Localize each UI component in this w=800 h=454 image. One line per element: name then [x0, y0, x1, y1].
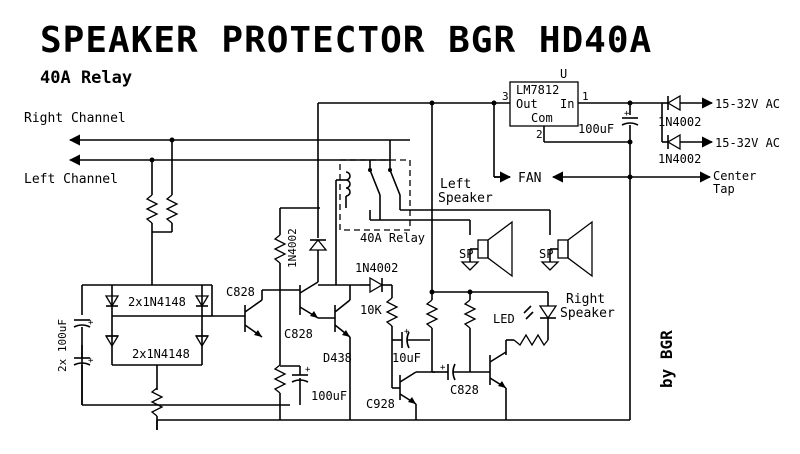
bridge-bottom-label: 2x1N4148 — [132, 347, 190, 361]
left-speaker — [369, 210, 513, 278]
sp-left-label: SP — [459, 247, 473, 261]
left-channel-label: Left Channel — [24, 172, 118, 187]
cap-2x100uf-label: 2x 100uF — [56, 319, 69, 372]
transistor-c828-input — [244, 289, 300, 338]
right-channel-label: Right Channel — [24, 111, 126, 126]
c828-c-label: C828 — [450, 383, 479, 397]
pin-1-label: 1 — [582, 90, 589, 103]
ac-in1-label: 15-32V AC — [715, 97, 780, 111]
regulator-u-label: U — [560, 67, 567, 81]
pin-out-label: Out — [516, 97, 538, 111]
regulator-lm7812 — [509, 81, 630, 143]
plus-sign: + — [305, 365, 311, 375]
diagram-subtitle: 40A Relay — [40, 68, 133, 88]
cap-100uf-top-label: 100uF — [578, 122, 614, 136]
diode-vert-label: 1N4002 — [286, 228, 299, 268]
pin-2-label: 2 — [536, 128, 543, 141]
cap-100uf-bottom-label: 100uF — [311, 389, 347, 403]
pin-in-label: In — [560, 97, 574, 111]
left-speaker-label-1: Left — [440, 177, 471, 192]
input-resistors — [145, 140, 179, 285]
tap-label: Tap — [713, 182, 735, 196]
center-label: Center — [713, 169, 756, 183]
diode-mid — [360, 276, 399, 375]
c928-label: C928 — [366, 397, 395, 411]
plus-sign: + — [624, 109, 630, 119]
fan-label: FAN — [518, 171, 541, 186]
diode-bridge — [73, 284, 290, 430]
supply-rails — [318, 100, 548, 373]
c828-b-label: C828 — [284, 327, 313, 341]
res-10k-label: 10K — [360, 303, 382, 317]
diagram-title: SPEAKER PROTECTOR BGR HD40A — [40, 20, 653, 61]
regulator-part-label: LM7812 — [516, 83, 559, 97]
right-speaker-label-1: Right — [566, 292, 605, 307]
diode-top1-label: 1N4002 — [658, 115, 701, 129]
left-speaker-label-2: Speaker — [438, 191, 493, 206]
relay-40a — [339, 140, 411, 231]
plus-sign: + — [88, 356, 94, 366]
ac-in2-label: 15-32V AC — [715, 136, 780, 150]
driver-stage — [273, 207, 360, 405]
right-speaker-label-2: Speaker — [560, 306, 615, 321]
author-label: by BGR — [657, 330, 676, 388]
sp-right-label: SP — [539, 247, 553, 261]
plus-sign: + — [404, 327, 410, 337]
pin-com-label: Com — [531, 111, 553, 125]
led-label: LED — [493, 312, 515, 326]
pin-3-label: 3 — [502, 90, 509, 103]
timer-stage — [391, 331, 435, 420]
diode-top2-label: 1N4002 — [658, 152, 701, 166]
d438-label: D438 — [323, 351, 352, 365]
plus-sign: + — [88, 318, 94, 328]
led-stage — [447, 292, 558, 420]
plus-sign: + — [440, 363, 446, 373]
c828-a-label: C828 — [226, 285, 255, 299]
right-speaker — [400, 209, 593, 278]
relay-label: 40A Relay — [360, 231, 425, 245]
diode-mid-label: 1N4002 — [355, 261, 398, 275]
bridge-top-label: 2x1N4148 — [128, 295, 186, 309]
relay-drive — [308, 103, 346, 285]
cap-10uf-label: 10uF — [392, 351, 421, 365]
